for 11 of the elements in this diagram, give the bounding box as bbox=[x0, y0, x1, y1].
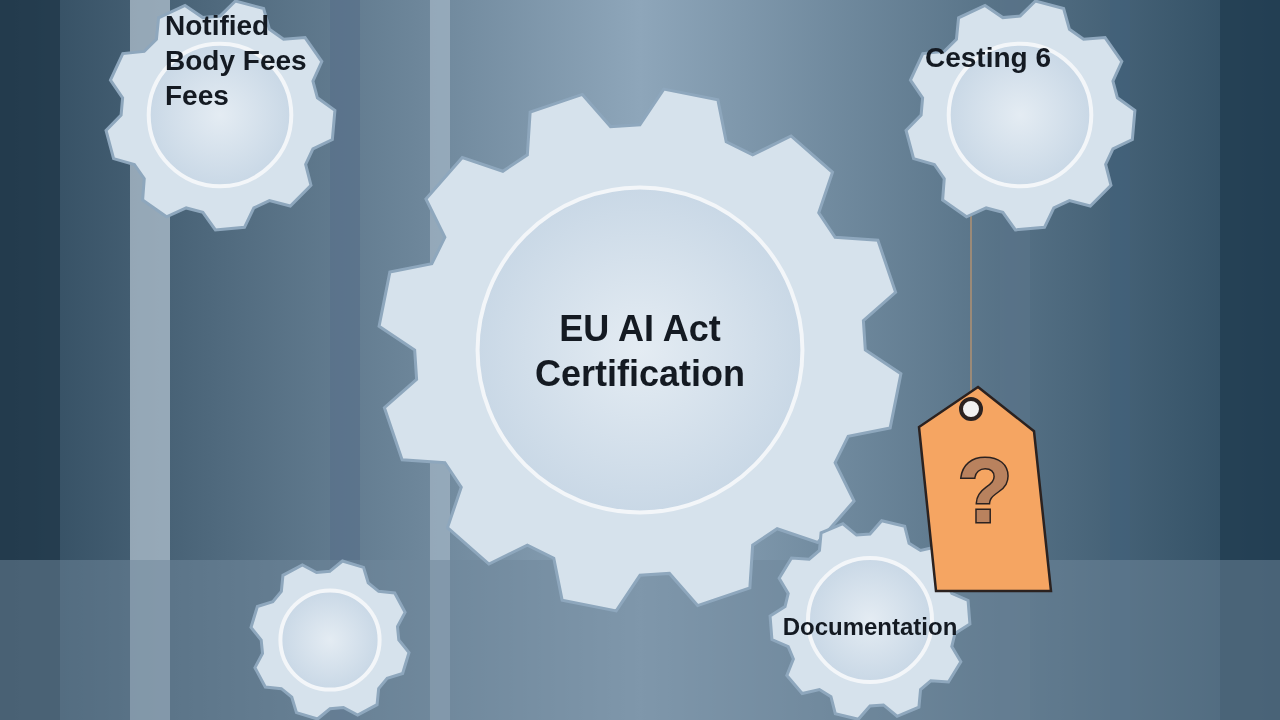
gear-label: Cesting 6 bbox=[925, 41, 1053, 75]
gear-label: Notified Body Fees Fees bbox=[165, 9, 308, 113]
gear bbox=[105, 0, 335, 230]
gear-label: Documentation bbox=[781, 612, 959, 642]
gear bbox=[770, 520, 970, 720]
gear bbox=[378, 88, 902, 612]
price-tag bbox=[915, 385, 1055, 595]
gear bbox=[905, 0, 1135, 230]
gear-label: EU AI Act Certification bbox=[534, 307, 746, 396]
gear bbox=[250, 560, 410, 720]
question-mark: ? bbox=[956, 440, 1014, 543]
